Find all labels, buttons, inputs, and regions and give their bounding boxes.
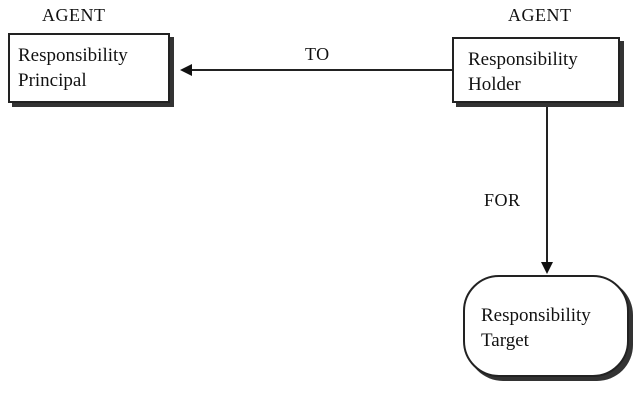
node-holder-line1: Responsibility bbox=[468, 49, 578, 70]
edge-label-for: FOR bbox=[484, 190, 521, 210]
node-target-line1: Responsibility bbox=[481, 305, 591, 326]
agent-label-left: AGENT bbox=[42, 5, 106, 25]
node-responsibility-holder: Responsibility Holder bbox=[452, 37, 620, 103]
edge-label-to: TO bbox=[305, 44, 330, 64]
node-target-line2: Target bbox=[481, 330, 529, 351]
agent-label-right: AGENT bbox=[508, 5, 572, 25]
node-holder-line2: Holder bbox=[468, 74, 521, 95]
node-responsibility-target: Responsibility Target bbox=[463, 275, 629, 377]
node-responsibility-principal: Responsibility Principal bbox=[8, 33, 170, 103]
node-principal-line1: Responsibility bbox=[18, 45, 128, 66]
node-principal-line2: Principal bbox=[18, 70, 87, 91]
